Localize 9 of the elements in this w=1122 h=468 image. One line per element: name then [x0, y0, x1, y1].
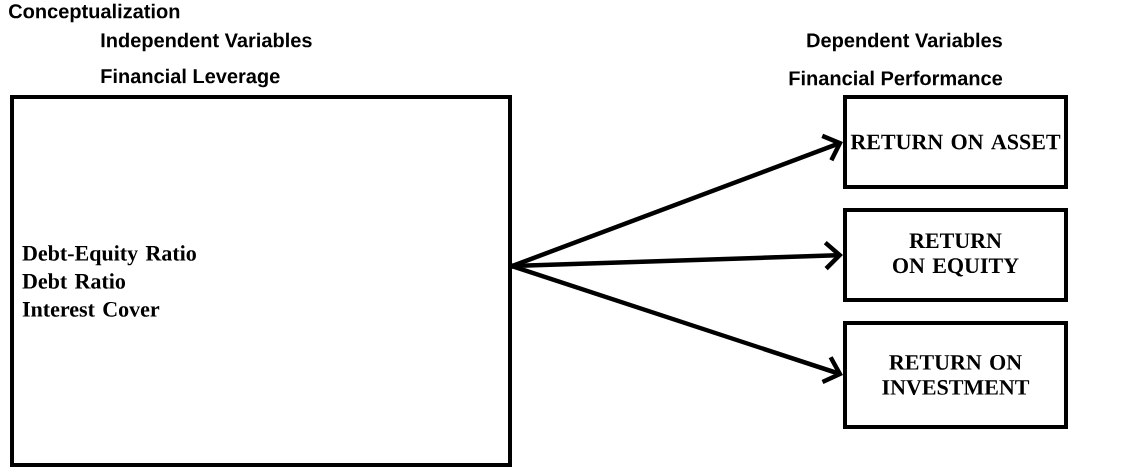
variables-box: Debt-Equity Ratio Debt Ratio Interest Cover — [10, 95, 512, 467]
column-heading: Financial Performance — [789, 70, 1003, 86]
column-heading: Independent Variables — [101, 32, 312, 52]
diagram-title: Conceptualization — [9, 3, 180, 23]
column-heading: Dependent Variables — [807, 32, 1002, 52]
outcome-box: RETURN ON EQUITY — [843, 208, 1068, 302]
outcome-box: RETURN ON INVESTMENT — [843, 321, 1068, 429]
arrow — [509, 263, 843, 384]
outcome-box: RETURN ON ASSET — [843, 95, 1068, 189]
